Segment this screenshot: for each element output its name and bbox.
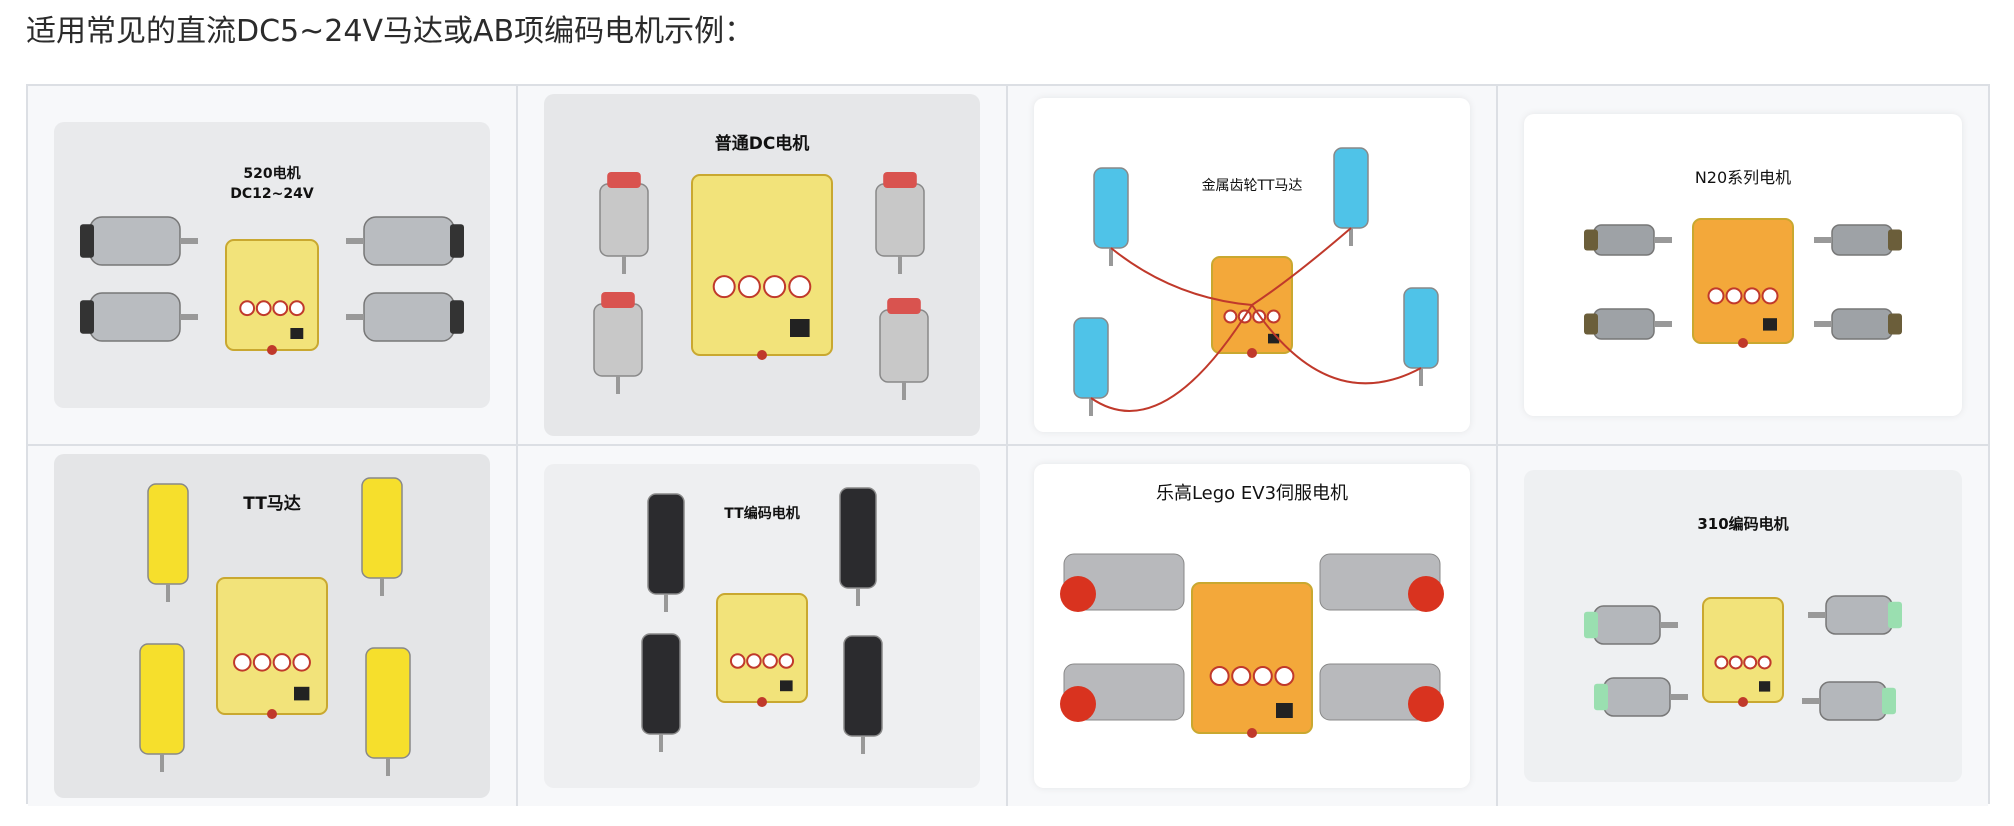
driver-board	[216, 577, 328, 719]
photo-drawing	[641, 487, 883, 754]
driver-board	[1702, 597, 1784, 707]
motor-photo	[1034, 464, 1470, 788]
motor-illustration	[1802, 681, 1896, 721]
motor-illustration	[346, 292, 464, 342]
motor-examples-grid: 520电机 DC12~24V 普通DC电机 金属齿轮TT马达 N20系列电机 T…	[26, 84, 1990, 806]
motor-illustration	[593, 292, 643, 394]
motor-illustration	[879, 298, 929, 400]
motor-photo	[1524, 114, 1962, 416]
motor-illustration	[1584, 224, 1672, 256]
motor-panel-520: 520电机 DC12~24V	[28, 86, 518, 446]
motor-illustration	[875, 172, 925, 274]
panel-caption: 乐高Lego EV3伺服电机	[1155, 483, 1349, 504]
motor-illustration	[843, 635, 883, 754]
motor-illustration	[839, 487, 877, 606]
panel-caption: 520电机 DC12~24V	[230, 166, 314, 202]
motor-illustration	[80, 292, 198, 342]
motor-photo	[1034, 98, 1470, 432]
motor-panel-310: 310编码电机	[1498, 446, 1988, 806]
motor-illustration	[1594, 677, 1688, 717]
motor-illustration	[1319, 553, 1444, 612]
driver-board	[1191, 582, 1313, 738]
panel-caption: 金属齿轮TT马达	[1201, 178, 1303, 194]
photo-drawing	[593, 172, 929, 400]
photo-drawing	[1584, 595, 1902, 721]
motor-illustration	[647, 493, 685, 612]
motor-illustration	[641, 633, 681, 752]
motor-illustration	[147, 483, 189, 602]
motor-panel-yellow-tt: TT马达	[28, 446, 518, 806]
photo-drawing	[1060, 553, 1444, 738]
section-heading: 适用常见的直流DC5~24V马达或AB项编码电机示例：	[26, 14, 755, 49]
motor-photo	[54, 122, 490, 408]
motor-illustration	[139, 643, 185, 772]
photo-drawing	[139, 477, 411, 776]
motor-illustration	[599, 172, 649, 274]
motor-illustration	[361, 477, 403, 596]
motor-illustration	[1808, 595, 1902, 635]
panel-caption: 普通DC电机	[714, 134, 810, 154]
motor-illustration	[1403, 287, 1439, 386]
motor-illustration	[1319, 663, 1444, 722]
panel-caption: N20系列电机	[1694, 168, 1792, 187]
motor-panel-n20: N20系列电机	[1498, 86, 1988, 446]
motor-panel-blue-tt: 金属齿轮TT马达	[1008, 86, 1498, 446]
motor-illustration	[1333, 147, 1369, 246]
photo-drawing	[1584, 218, 1902, 348]
motor-illustration	[1060, 553, 1185, 612]
driver-board	[225, 239, 319, 355]
panel-caption: TT马达	[243, 494, 301, 514]
driver-board	[1692, 218, 1794, 348]
motor-illustration	[346, 216, 464, 266]
motor-photo	[1524, 470, 1962, 782]
motor-panel-lego-ev3: 乐高Lego EV3伺服电机	[1008, 446, 1498, 806]
motor-illustration	[1584, 308, 1672, 340]
motor-panel-black-tt: TT编码电机	[518, 446, 1008, 806]
motor-illustration	[1584, 605, 1678, 645]
driver-board	[716, 593, 808, 707]
motor-photo	[544, 464, 980, 788]
driver-board	[1211, 256, 1293, 358]
motor-photo	[54, 454, 490, 798]
panel-caption: 310编码电机	[1697, 515, 1789, 533]
motor-illustration	[1073, 317, 1109, 416]
photo-drawing	[1073, 147, 1439, 416]
motor-photo	[544, 94, 980, 436]
driver-board	[691, 174, 833, 360]
motor-illustration	[1814, 224, 1902, 256]
motor-panel-dc: 普通DC电机	[518, 86, 1008, 446]
motor-illustration	[365, 647, 411, 776]
motor-illustration	[1814, 308, 1902, 340]
motor-illustration	[80, 216, 198, 266]
motor-illustration	[1060, 663, 1185, 722]
photo-drawing	[80, 216, 464, 355]
panel-caption: TT编码电机	[724, 506, 800, 522]
